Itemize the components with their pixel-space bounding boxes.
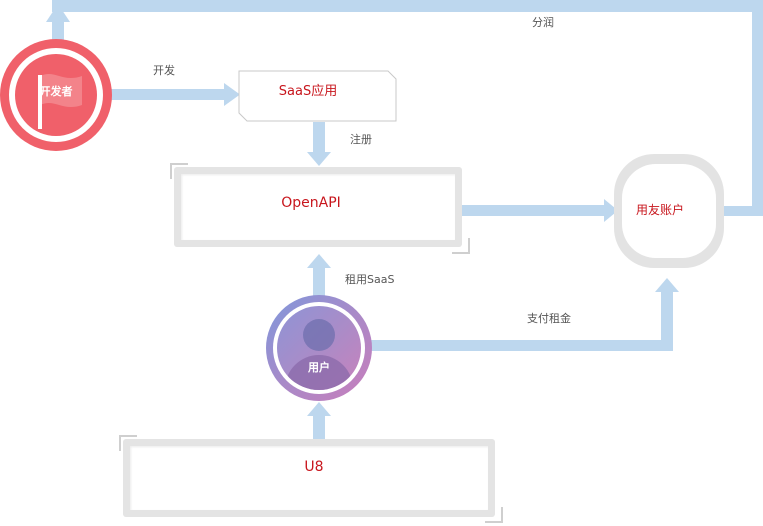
openapi-corner-mark: [170, 163, 188, 179]
register-arrow-shaft: [313, 122, 325, 154]
profit-share-arrowhead: [46, 4, 70, 22]
profit-share-label: 分润: [532, 16, 554, 29]
register-label: 注册: [350, 133, 372, 146]
profit-share-arrow-return: [724, 206, 763, 216]
u8-node: [123, 439, 495, 517]
user-label: 用户: [308, 361, 330, 374]
develop-label: 开发: [153, 64, 175, 77]
pay-rent-arrow-up: [661, 290, 673, 351]
u8-corner-mark: [485, 507, 503, 523]
user-head-icon: [303, 319, 335, 351]
openapi-corner-mark: [452, 238, 470, 254]
rent-saas-arrowhead: [307, 254, 331, 268]
openapi-label: OpenAPI: [281, 195, 341, 211]
openapi-account-arrowhead: [604, 199, 618, 222]
profit-share-arrow-top: [52, 0, 752, 12]
rent-saas-label: 租用SaaS: [345, 273, 395, 286]
u8-user-arrowhead: [307, 402, 331, 416]
account-label: 用友账户: [635, 203, 684, 217]
u8-user-arrow-shaft: [313, 412, 325, 440]
rent-saas-arrow-shaft: [313, 266, 325, 298]
account-node: [614, 154, 724, 268]
develop-arrowhead: [224, 83, 240, 106]
saas-app-label: SaaS应用: [278, 84, 338, 99]
user-node: 用户: [266, 295, 372, 401]
u8-label: U8: [304, 459, 324, 475]
pay-rent-arrow-bottom: [370, 340, 673, 351]
pay-rent-arrowhead: [655, 278, 679, 292]
saas-app-node: [238, 70, 397, 122]
openapi-node: [174, 167, 462, 247]
developer-node: 开发者: [0, 39, 112, 151]
flag-icon: [38, 73, 82, 129]
profit-share-arrow-right: [752, 0, 763, 216]
develop-arrow-shaft: [110, 89, 226, 100]
pay-rent-label: 支付租金: [527, 312, 571, 325]
register-arrowhead: [307, 152, 331, 166]
developer-label: 开发者: [39, 85, 73, 98]
openapi-account-arrow-shaft: [462, 205, 606, 216]
u8-corner-mark: [119, 435, 137, 451]
